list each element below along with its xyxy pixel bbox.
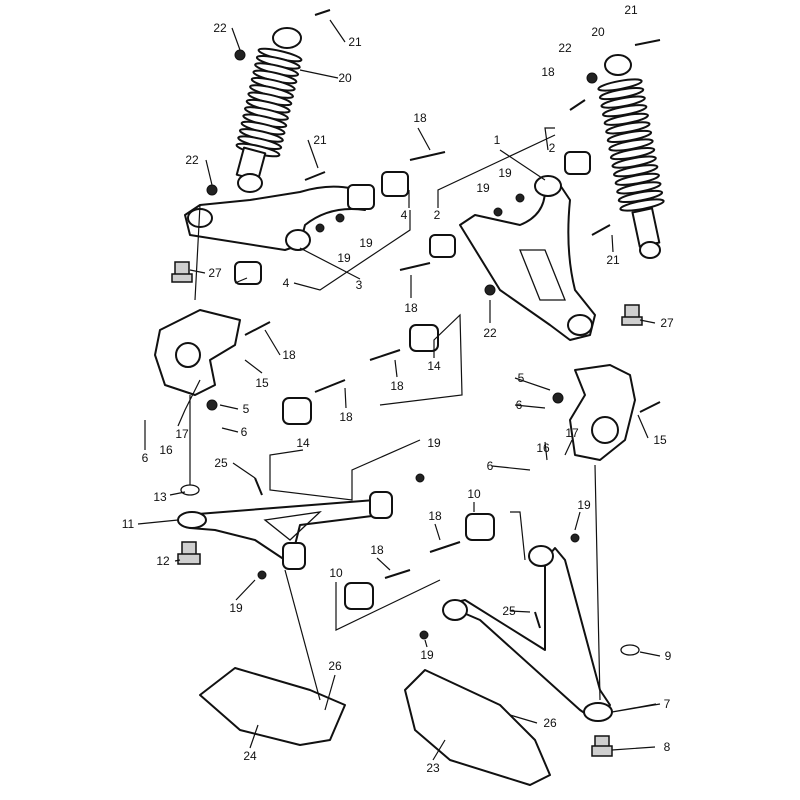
left-knuckle [154, 309, 241, 396]
ball-joints [171, 261, 643, 757]
callout: 18 [390, 379, 404, 393]
callout: 20 [338, 71, 352, 85]
callout: 6 [487, 459, 494, 473]
callout: 18 [541, 65, 555, 79]
callout: 18 [404, 301, 418, 315]
left-shock-absorber [235, 27, 303, 193]
callout: 19 [427, 436, 441, 450]
callout: 25 [502, 604, 516, 618]
callout: 22 [558, 41, 572, 55]
callout: 5 [518, 371, 525, 385]
callout: 15 [653, 433, 667, 447]
callout: 1 [494, 133, 501, 147]
callout: 10 [467, 487, 481, 501]
callout: 14 [427, 359, 441, 373]
bushings [282, 324, 495, 610]
callout: 19 [476, 181, 490, 195]
callout: 19 [337, 251, 351, 265]
callout: 19 [577, 498, 591, 512]
callout: 19 [420, 648, 434, 662]
callout: 21 [313, 133, 327, 147]
callout: 10 [329, 566, 343, 580]
spring-coil [619, 198, 665, 212]
callout: 20 [591, 25, 605, 39]
callout: 7 [664, 697, 671, 711]
callout-labels: 22 21 20 21 22 18 1 2 19 19 4 2 19 19 3 … [122, 3, 674, 775]
callout: 18 [413, 111, 427, 125]
callout: 21 [624, 3, 638, 17]
bolts-nuts [180, 9, 661, 656]
callout: 19 [229, 601, 243, 615]
right-knuckle [569, 364, 636, 461]
callout: 9 [665, 649, 672, 663]
callout: 19 [498, 166, 512, 180]
callout: 27 [660, 316, 674, 330]
callout: 15 [255, 376, 269, 390]
callout: 5 [243, 402, 250, 416]
right-upper-arm [429, 151, 596, 341]
callout: 8 [664, 740, 671, 754]
callout: 18 [370, 543, 384, 557]
callout: 21 [348, 35, 362, 49]
callout: 24 [243, 749, 257, 763]
callout: 4 [283, 276, 290, 290]
callout: 6 [241, 425, 248, 439]
callout: 11 [122, 517, 135, 531]
callout: 17 [565, 426, 579, 440]
callout: 3 [356, 278, 363, 292]
right-guard-plate [404, 669, 551, 786]
callout: 2 [549, 141, 556, 155]
callout: 22 [213, 21, 227, 35]
right-shock-absorber [597, 54, 665, 259]
callout: 4 [401, 208, 408, 222]
callout: 18 [282, 348, 296, 362]
callout: 19 [359, 236, 373, 250]
callout: 2 [434, 208, 441, 222]
callout: 23 [426, 761, 440, 775]
callout: 13 [153, 490, 167, 504]
callout: 26 [328, 659, 342, 673]
callout: 27 [208, 266, 222, 280]
callout: 22 [483, 326, 497, 340]
callout: 6 [516, 398, 523, 412]
callout: 18 [428, 509, 442, 523]
callout: 21 [606, 253, 620, 267]
callout: 18 [339, 410, 353, 424]
callout: 16 [159, 443, 173, 457]
left-upper-arm [184, 171, 409, 285]
callout: 22 [185, 153, 199, 167]
leader-lines [137, 19, 661, 761]
callout: 25 [214, 456, 228, 470]
callout: 16 [536, 441, 550, 455]
right-lower-arm [442, 545, 613, 722]
callout: 12 [156, 554, 170, 568]
left-guard-plate [199, 667, 346, 746]
callout: 14 [296, 436, 310, 450]
callout: 26 [543, 716, 557, 730]
left-lower-arm [177, 491, 393, 570]
callout: 6 [142, 451, 149, 465]
callout: 17 [175, 427, 189, 441]
